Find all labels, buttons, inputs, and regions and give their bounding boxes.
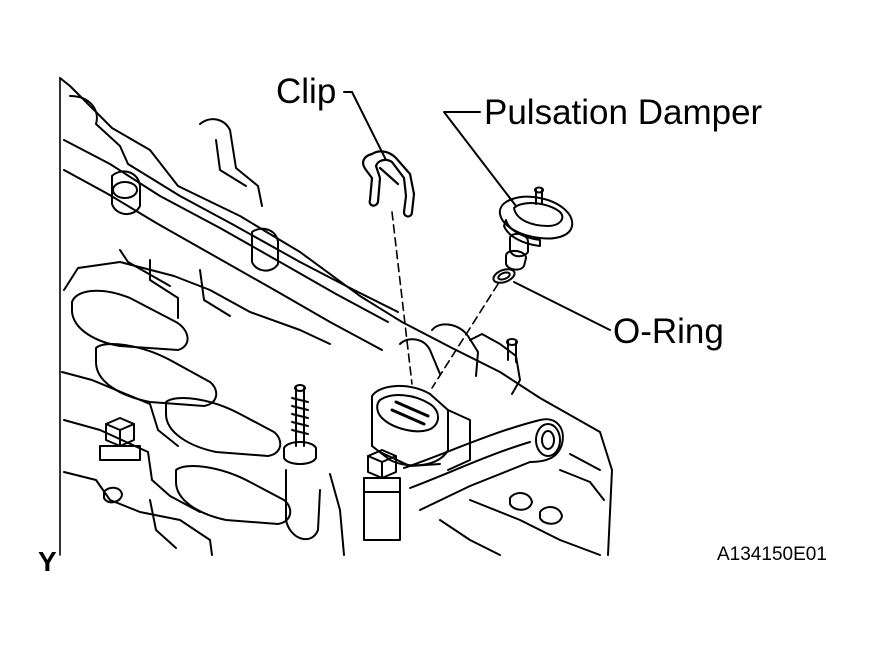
figure-id-label: A134150E01 <box>717 544 827 565</box>
hex-bolt <box>363 449 401 541</box>
o-ring-part <box>492 268 516 284</box>
damper-leader-line <box>443 111 517 207</box>
engine-assembly <box>59 77 613 556</box>
damper-mount <box>371 384 471 471</box>
clip-leader-line <box>343 91 387 161</box>
o-ring-leader-line <box>513 281 611 331</box>
clip-label: Clip <box>276 72 337 111</box>
hex-bolt <box>99 417 141 461</box>
leader-lines <box>343 91 611 331</box>
o-ring-label: O-Ring <box>613 312 724 351</box>
clip-part <box>362 150 416 218</box>
stud-bolt <box>283 384 317 465</box>
installation-dashed-lines <box>391 211 499 389</box>
pulsation-damper-part <box>498 186 574 271</box>
view-mark-label: Y <box>38 546 57 577</box>
pulsation-damper-label: Pulsation Damper <box>484 93 763 132</box>
